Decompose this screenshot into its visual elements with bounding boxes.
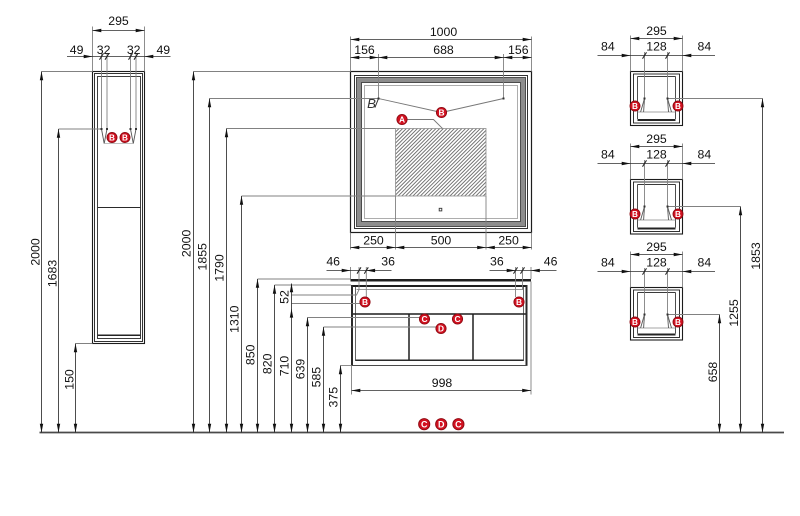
svg-text:46: 46 <box>326 255 340 269</box>
svg-text:B: B <box>122 134 128 143</box>
svg-text:B: B <box>632 318 638 327</box>
svg-text:295: 295 <box>108 14 129 28</box>
svg-text:820: 820 <box>261 353 275 374</box>
svg-text:710: 710 <box>278 356 292 377</box>
svg-text:250: 250 <box>498 234 519 248</box>
svg-text:658: 658 <box>706 362 720 383</box>
svg-text:156: 156 <box>354 43 375 57</box>
svg-text:998: 998 <box>432 376 453 390</box>
svg-text:C: C <box>421 314 427 324</box>
svg-text:84: 84 <box>698 255 712 269</box>
svg-text:C: C <box>454 314 460 324</box>
svg-text:850: 850 <box>244 344 258 365</box>
svg-text:B: B <box>675 102 681 111</box>
svg-text:84: 84 <box>698 39 712 53</box>
svg-text:52: 52 <box>278 290 292 304</box>
svg-text:C: C <box>421 419 428 429</box>
svg-text:156: 156 <box>508 43 529 57</box>
svg-text:36: 36 <box>490 255 504 269</box>
svg-text:32: 32 <box>97 43 111 57</box>
svg-text:B: B <box>438 108 444 118</box>
svg-text:B: B <box>362 297 368 307</box>
svg-text:84: 84 <box>698 147 712 161</box>
svg-text:250: 250 <box>363 234 384 248</box>
svg-text:295: 295 <box>646 24 667 38</box>
svg-text:639: 639 <box>294 359 308 380</box>
svg-text:C: C <box>455 419 462 429</box>
svg-text:500: 500 <box>431 234 452 248</box>
svg-text:585: 585 <box>310 367 324 388</box>
svg-text:D: D <box>438 419 445 429</box>
svg-text:2000: 2000 <box>180 230 194 258</box>
svg-text:295: 295 <box>646 240 667 254</box>
svg-text:1310: 1310 <box>228 305 242 333</box>
svg-text:36: 36 <box>381 255 395 269</box>
svg-text:84: 84 <box>601 255 615 269</box>
svg-text:B: B <box>632 210 638 219</box>
svg-text:32: 32 <box>127 43 141 57</box>
svg-text:46: 46 <box>544 255 558 269</box>
svg-text:375: 375 <box>327 387 341 408</box>
svg-text:688: 688 <box>433 43 454 57</box>
svg-text:128: 128 <box>646 147 667 161</box>
svg-text:B: B <box>516 297 522 307</box>
svg-text:B: B <box>109 134 115 143</box>
svg-text:1853: 1853 <box>749 242 763 270</box>
svg-text:150: 150 <box>62 369 76 390</box>
svg-text:B: B <box>632 102 638 111</box>
svg-text:1683: 1683 <box>45 260 59 288</box>
svg-text:49: 49 <box>156 43 170 57</box>
svg-text:295: 295 <box>646 132 667 146</box>
svg-text:2000: 2000 <box>28 238 42 266</box>
svg-text:84: 84 <box>601 39 615 53</box>
svg-text:1855: 1855 <box>196 243 210 271</box>
svg-text:B: B <box>367 96 376 111</box>
svg-text:84: 84 <box>601 147 615 161</box>
svg-text:1255: 1255 <box>727 299 741 327</box>
svg-text:B: B <box>675 210 681 219</box>
svg-text:1000: 1000 <box>430 25 458 39</box>
svg-text:D: D <box>438 324 444 334</box>
svg-text:49: 49 <box>70 43 84 57</box>
svg-text:128: 128 <box>646 39 667 53</box>
svg-text:1790: 1790 <box>213 254 227 282</box>
svg-text:B: B <box>675 318 681 327</box>
svg-text:128: 128 <box>646 255 667 269</box>
svg-text:A: A <box>399 115 405 125</box>
